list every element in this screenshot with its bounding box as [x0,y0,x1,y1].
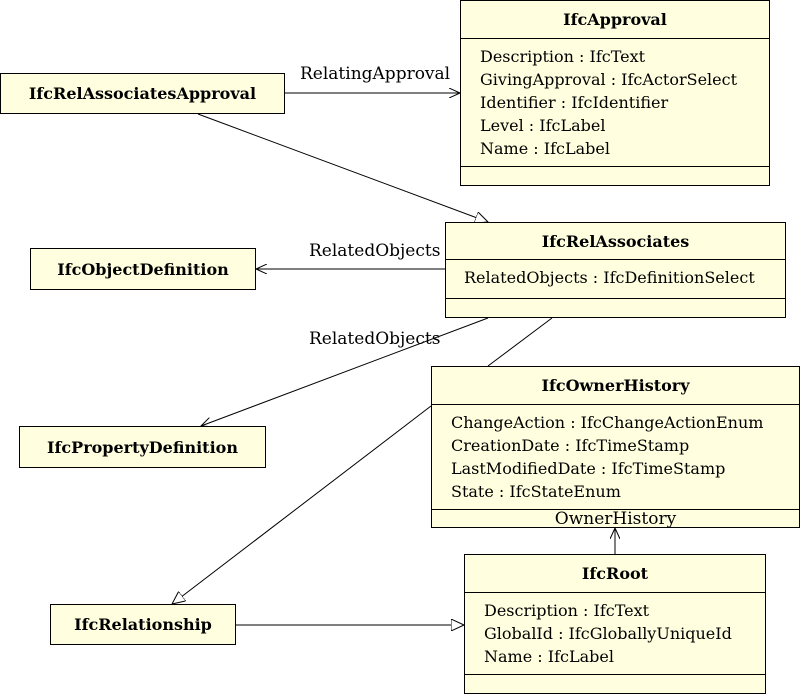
attribute: Identifier : IfcIdentifier [480,93,669,112]
label-related-objects-1: RelatedObjects [309,241,441,261]
class-ifc-rel-associates[interactable]: IfcRelAssociates RelatedObjects : IfcDef… [445,222,786,318]
attribute-list: Description : IfcText GlobalId : IfcGlob… [465,593,765,675]
class-title: IfcOwnerHistory [432,367,799,405]
class-ifc-approval[interactable]: IfcApproval Description : IfcText Giving… [460,0,770,186]
attribute: CreationDate : IfcTimeStamp [451,436,690,455]
class-ifc-object-definition[interactable]: IfcObjectDefinition [30,248,256,290]
attribute-list: RelatedObjects : IfcDefinitionSelect [446,260,785,299]
class-ifc-owner-history[interactable]: IfcOwnerHistory ChangeAction : IfcChange… [431,366,800,528]
class-title: IfcRoot [465,555,765,593]
edge-related-objects-property-definition [201,317,489,426]
attribute: RelatedObjects : IfcDefinitionSelect [464,268,755,287]
attribute-list: ChangeAction : IfcChangeActionEnum Creat… [432,405,799,510]
edge-approval-inherits-relassociates [197,113,488,222]
class-title: IfcRelAssociates [446,223,785,260]
attribute: State : IfcStateEnum [451,482,621,501]
class-title: IfcApproval [461,1,769,39]
attribute-list: Description : IfcText GivingApproval : I… [461,39,769,167]
class-ifc-root[interactable]: IfcRoot Description : IfcText GlobalId :… [464,554,766,694]
label-related-objects-2: RelatedObjects [309,329,441,349]
label-relating-approval: RelatingApproval [300,64,451,84]
operations-compartment: OwnerHistory [432,510,799,528]
attribute: Description : IfcText [480,47,646,66]
class-ifc-relationship[interactable]: IfcRelationship [50,604,236,645]
edge-relationship-generalization [172,405,432,604]
attribute: LastModifiedDate : IfcTimeStamp [451,459,726,478]
class-ifc-property-definition[interactable]: IfcPropertyDefinition [19,426,266,468]
attribute: Level : IfcLabel [480,116,606,135]
attribute: GlobalId : IfcGloballyUniqueId [484,624,732,643]
class-ifc-rel-associates-approval[interactable]: IfcRelAssociatesApproval [0,73,285,114]
attribute: GivingApproval : IfcActorSelect [480,70,738,89]
attribute: Name : IfcLabel [480,139,610,158]
attribute: Name : IfcLabel [484,647,614,666]
attribute: ChangeAction : IfcChangeActionEnum [451,413,764,432]
attribute: Description : IfcText [484,601,650,620]
edge-relassociates-inherits-relationship [487,317,553,367]
label-owner-history: OwnerHistory [554,509,677,529]
